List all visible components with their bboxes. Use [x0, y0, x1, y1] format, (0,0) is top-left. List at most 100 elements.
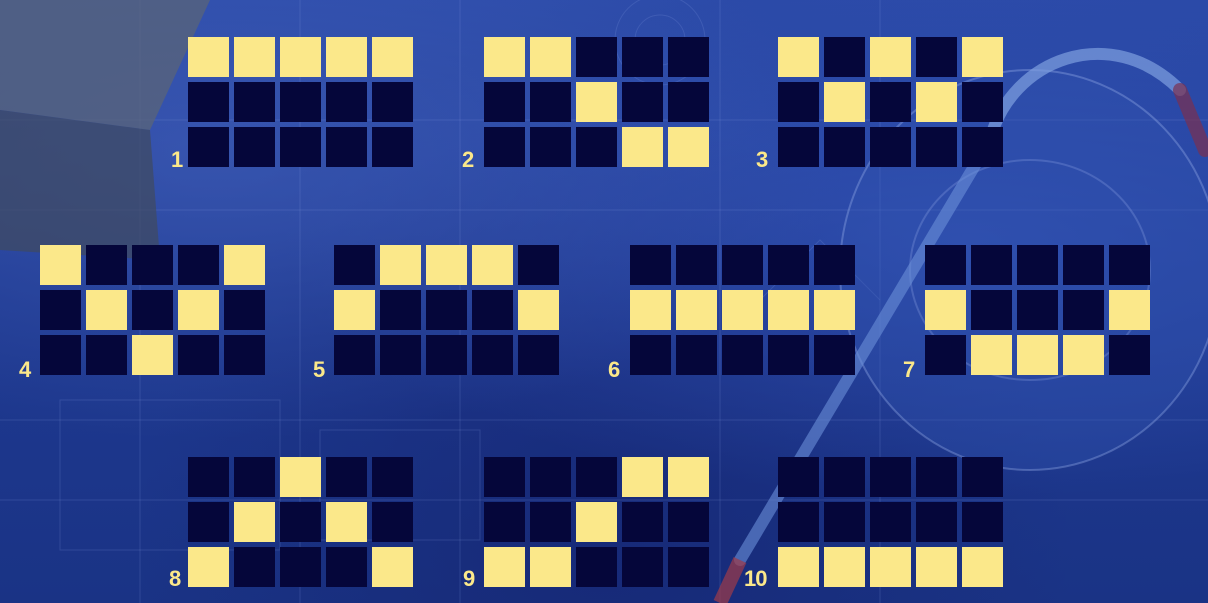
active-cell-r1-c3	[870, 37, 911, 77]
inactive-cell-r2-c1	[40, 290, 81, 330]
active-cell-r3-c4	[916, 547, 957, 587]
inactive-cell-r3-c5	[518, 335, 559, 375]
inactive-cell-r3-c4	[178, 335, 219, 375]
payline-number-4: 4	[19, 359, 30, 381]
inactive-cell-r3-c4	[768, 335, 809, 375]
inactive-cell-r1-c1	[334, 245, 375, 285]
inactive-cell-r3-c5	[962, 127, 1003, 167]
inactive-cell-r3-c1	[630, 335, 671, 375]
active-cell-r3-c2	[824, 547, 865, 587]
inactive-cell-r3-c2	[86, 335, 127, 375]
active-cell-r3-c3	[132, 335, 173, 375]
active-cell-r1-c1	[188, 37, 229, 77]
inactive-cell-r2-c5	[962, 502, 1003, 542]
active-cell-r3-c5	[962, 547, 1003, 587]
inactive-cell-r3-c3	[576, 547, 617, 587]
inactive-cell-r1-c2	[824, 457, 865, 497]
payline-number-9: 9	[463, 568, 474, 590]
inactive-cell-r2-c1	[484, 502, 525, 542]
active-cell-r2-c4	[178, 290, 219, 330]
inactive-cell-r1-c3	[1017, 245, 1058, 285]
active-cell-r1-c2	[380, 245, 421, 285]
inactive-cell-r3-c4	[622, 547, 663, 587]
payline-grid-9	[484, 457, 709, 587]
active-cell-r1-c4	[622, 457, 663, 497]
active-cell-r1-c3	[426, 245, 467, 285]
payline-grid-8	[188, 457, 413, 587]
inactive-cell-r1-c4	[768, 245, 809, 285]
inactive-cell-r2-c5	[372, 502, 413, 542]
inactive-cell-r3-c4	[326, 547, 367, 587]
payline-number-2: 2	[462, 149, 473, 171]
inactive-cell-r2-c2	[380, 290, 421, 330]
payline-number-1: 1	[171, 149, 182, 171]
inactive-cell-r2-c3	[280, 82, 321, 122]
payline-number-3: 3	[756, 149, 767, 171]
inactive-cell-r2-c5	[224, 290, 265, 330]
active-cell-r2-c2	[824, 82, 865, 122]
inactive-cell-r1-c1	[630, 245, 671, 285]
inactive-cell-r2-c5	[668, 82, 709, 122]
inactive-cell-r3-c1	[188, 127, 229, 167]
inactive-cell-r1-c3	[870, 457, 911, 497]
inactive-cell-r1-c4	[916, 457, 957, 497]
inactive-cell-r2-c2	[530, 502, 571, 542]
payline-number-5: 5	[313, 359, 324, 381]
active-cell-r2-c4	[916, 82, 957, 122]
inactive-cell-r1-c1	[925, 245, 966, 285]
inactive-cell-r3-c1	[484, 127, 525, 167]
active-cell-r1-c5	[372, 37, 413, 77]
inactive-cell-r3-c5	[814, 335, 855, 375]
inactive-cell-r1-c5	[814, 245, 855, 285]
inactive-cell-r2-c4	[622, 82, 663, 122]
active-cell-r2-c3	[576, 82, 617, 122]
active-cell-r2-c2	[676, 290, 717, 330]
inactive-cell-r2-c2	[530, 82, 571, 122]
active-cell-r1-c1	[778, 37, 819, 77]
payline-grid-10	[778, 457, 1003, 587]
inactive-cell-r3-c2	[530, 127, 571, 167]
payline-grid-5	[334, 245, 559, 375]
inactive-cell-r1-c4	[622, 37, 663, 77]
payline-number-10: 10	[744, 568, 766, 590]
inactive-cell-r1-c3	[576, 457, 617, 497]
inactive-cell-r3-c5	[668, 547, 709, 587]
inactive-cell-r3-c3	[576, 127, 617, 167]
active-cell-r2-c3	[576, 502, 617, 542]
inactive-cell-r3-c1	[40, 335, 81, 375]
inactive-cell-r1-c4	[916, 37, 957, 77]
inactive-cell-r3-c5	[224, 335, 265, 375]
inactive-cell-r3-c1	[334, 335, 375, 375]
active-cell-r2-c2	[86, 290, 127, 330]
inactive-cell-r2-c5	[962, 82, 1003, 122]
inactive-cell-r1-c1	[778, 457, 819, 497]
inactive-cell-r3-c2	[824, 127, 865, 167]
active-cell-r2-c5	[814, 290, 855, 330]
inactive-cell-r3-c2	[676, 335, 717, 375]
inactive-cell-r3-c1	[778, 127, 819, 167]
inactive-cell-r2-c2	[234, 82, 275, 122]
active-cell-r1-c4	[472, 245, 513, 285]
inactive-cell-r1-c1	[484, 457, 525, 497]
inactive-cell-r2-c4	[472, 290, 513, 330]
inactive-cell-r2-c4	[622, 502, 663, 542]
active-cell-r3-c1	[188, 547, 229, 587]
active-cell-r3-c1	[484, 547, 525, 587]
active-cell-r2-c1	[334, 290, 375, 330]
inactive-cell-r2-c3	[426, 290, 467, 330]
inactive-cell-r1-c2	[676, 245, 717, 285]
active-cell-r3-c5	[372, 547, 413, 587]
active-cell-r1-c3	[280, 457, 321, 497]
payline-grid-6	[630, 245, 855, 375]
payline-grid-4	[40, 245, 265, 375]
active-cell-r3-c4	[1063, 335, 1104, 375]
inactive-cell-r1-c4	[326, 457, 367, 497]
inactive-cell-r3-c3	[280, 547, 321, 587]
active-cell-r1-c2	[234, 37, 275, 77]
payline-grid-7	[925, 245, 1150, 375]
inactive-cell-r3-c3	[870, 127, 911, 167]
inactive-cell-r1-c5	[668, 37, 709, 77]
inactive-cell-r1-c5	[518, 245, 559, 285]
inactive-cell-r2-c2	[971, 290, 1012, 330]
active-cell-r2-c4	[768, 290, 809, 330]
